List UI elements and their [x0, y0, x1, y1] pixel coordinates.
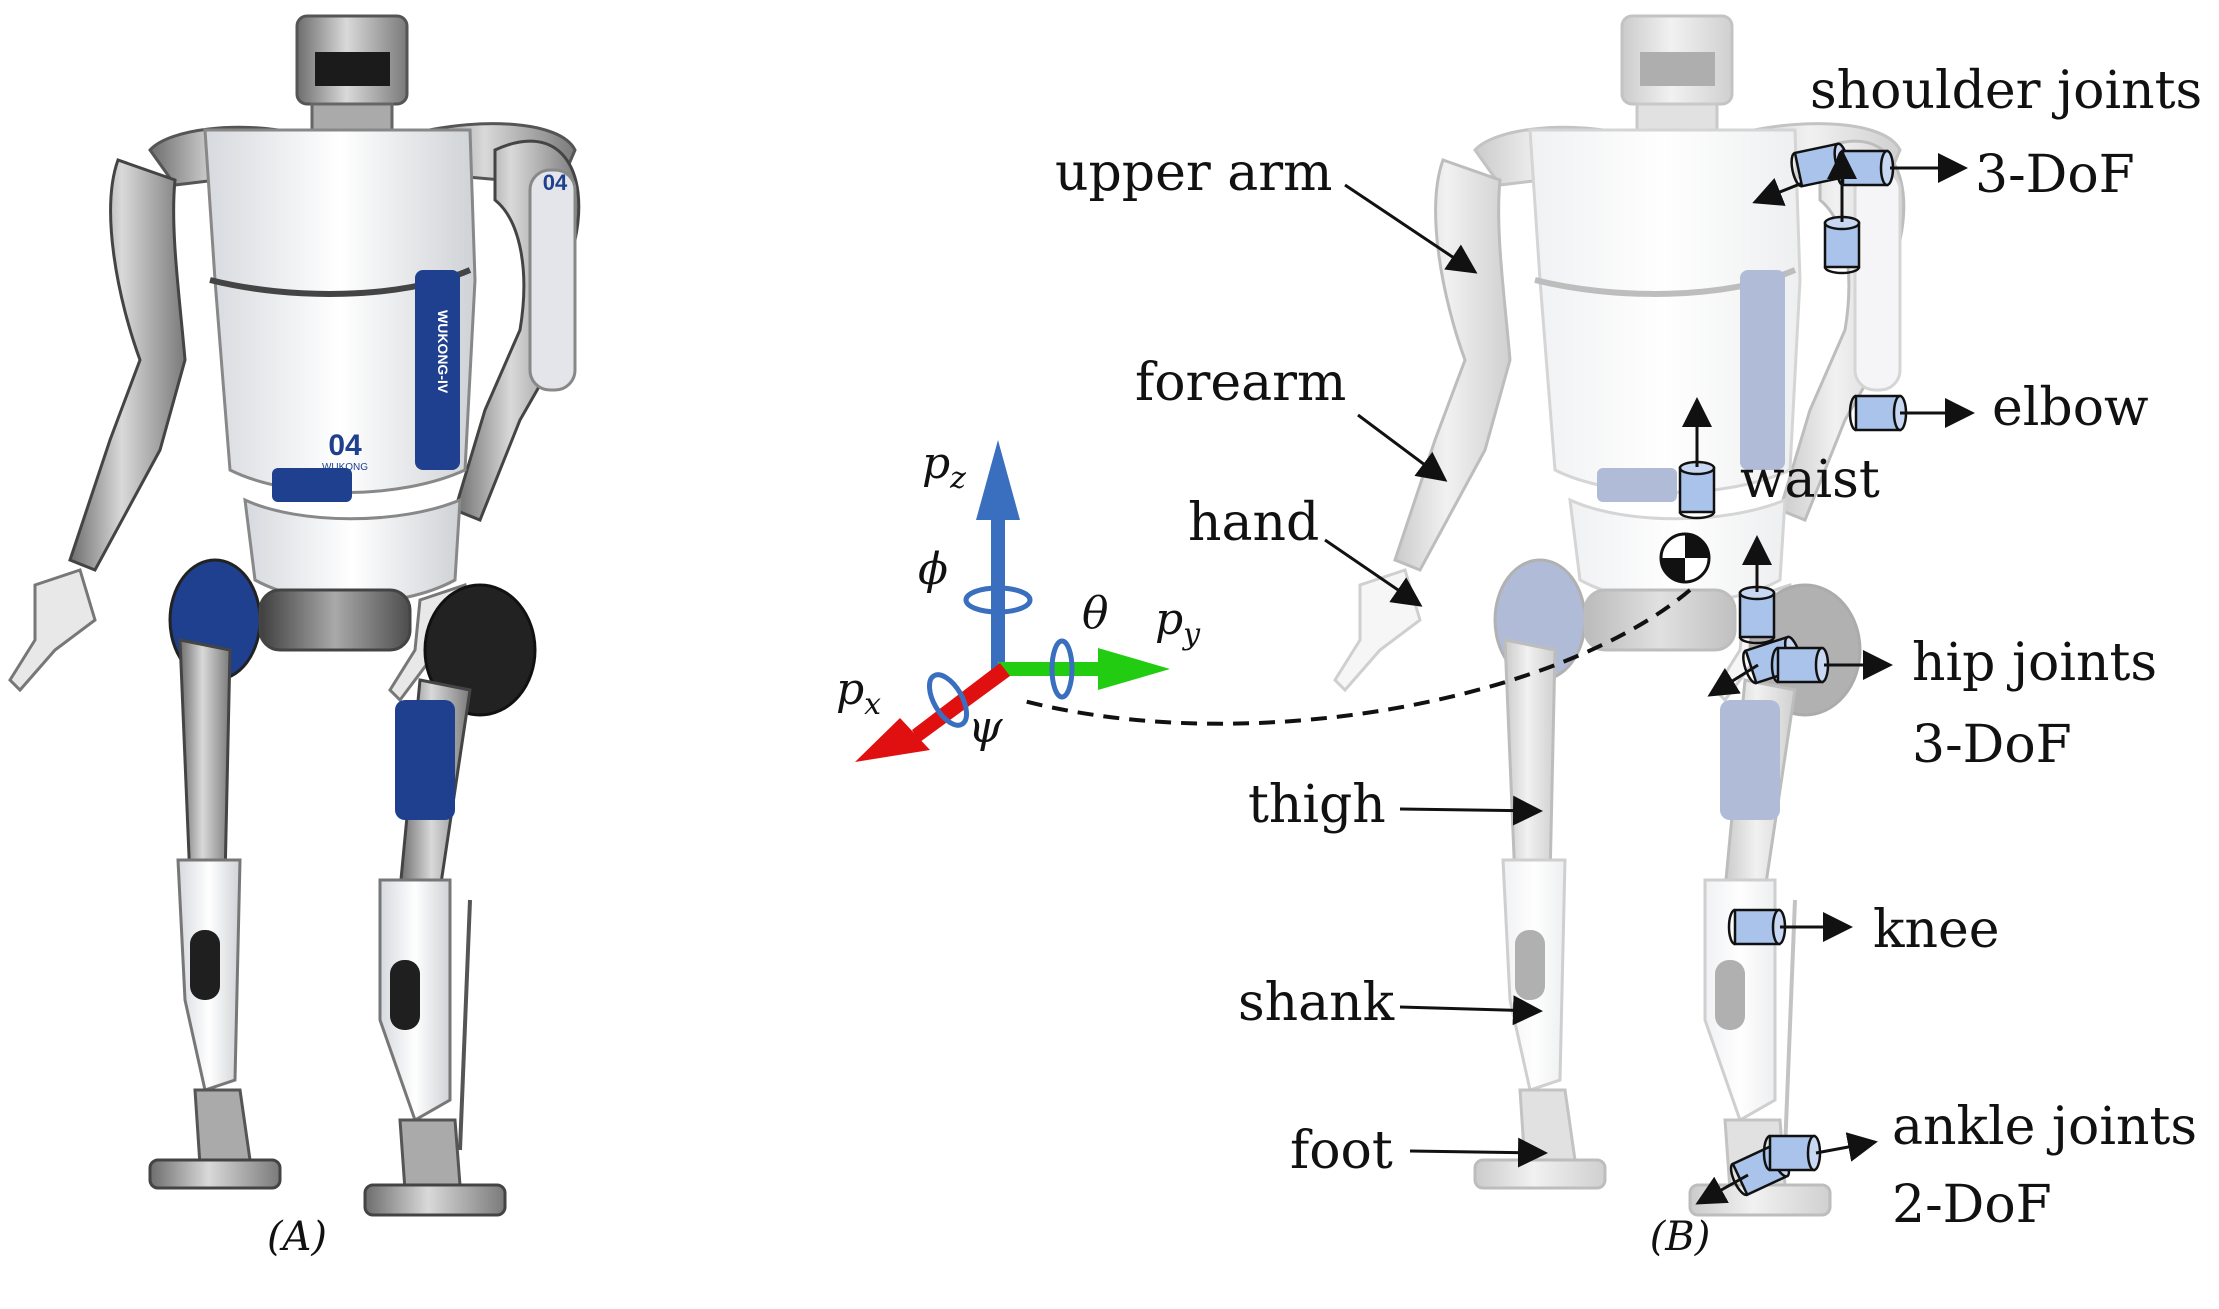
label-px: px — [836, 664, 881, 722]
chest-brand: WUKONG — [322, 462, 368, 473]
knee-joint — [1727, 908, 1853, 946]
shoulder-joint — [1752, 141, 1968, 275]
ankle-joint — [1695, 1132, 1878, 1205]
hip-joint — [1707, 535, 1893, 697]
label-ankle-joints: ankle joints — [1892, 1097, 2197, 1157]
caption-a: (A) — [267, 1214, 327, 1260]
label-elbow: elbow — [1992, 378, 2149, 438]
axis-labels: pz ϕ θ py px ψ — [836, 438, 1201, 753]
label-psi: ψ — [968, 702, 1003, 753]
label-pz: pz — [922, 438, 966, 496]
label-thigh: thigh — [1248, 775, 1386, 835]
robot-photo: 04 WUKONG WUKONG-IV 04 — [10, 16, 579, 1215]
label-hand: hand — [1188, 493, 1319, 553]
label-knee: knee — [1873, 900, 2000, 960]
label-upper-arm: upper arm — [1055, 143, 1332, 203]
robot-ghost — [1335, 16, 1904, 1215]
label-shoulder-dof: 3-DoF — [1975, 145, 2135, 205]
label-shoulder-joints: shoulder joints — [1810, 61, 2202, 121]
label-ankle-dof: 2-DoF — [1892, 1175, 2052, 1235]
label-hip-joints: hip joints — [1912, 633, 2157, 693]
label-foot: foot — [1290, 1121, 1393, 1181]
label-hip-dof: 3-DoF — [1912, 715, 2072, 775]
shoulder-number: 04 — [543, 170, 568, 195]
joint-labels: shoulder joints 3-DoF elbow waist hip jo… — [1740, 61, 2202, 1235]
waist-joint — [1678, 397, 1716, 520]
elbow-joint — [1848, 394, 1975, 432]
caption-b: (B) — [1650, 1214, 1711, 1260]
arm-brand: WUKONG-IV — [435, 310, 451, 394]
label-shank: shank — [1238, 973, 1395, 1033]
label-py: py — [1155, 594, 1201, 652]
com-marker — [1659, 532, 1711, 584]
label-forearm: forearm — [1135, 353, 1346, 413]
coordinate-frame — [855, 440, 1170, 762]
label-theta: θ — [1082, 588, 1109, 639]
label-phi: ϕ — [918, 544, 948, 595]
body-labels: upper arm forearm hand thigh shank foot — [1055, 143, 1548, 1181]
label-waist: waist — [1740, 450, 1880, 510]
chest-number: 04 — [328, 429, 362, 462]
com-dashed-link — [1019, 588, 1692, 726]
